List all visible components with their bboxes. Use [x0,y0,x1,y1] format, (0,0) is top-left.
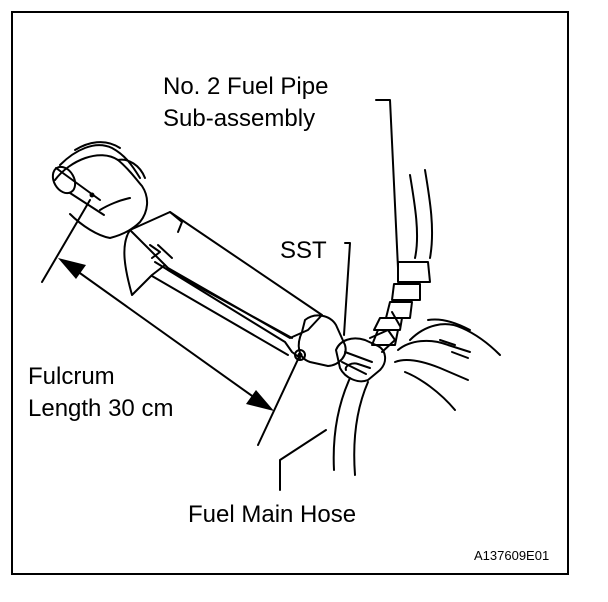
sst-label: SST [280,237,327,264]
fuel-pipe-leader-line [375,99,399,269]
fuel-main-hose-label: Fuel Main Hose [188,501,357,528]
fulcrum-dimension-arrow [58,258,274,411]
left-hand-outline [54,141,148,239]
fuel-main-hose [332,362,371,476]
figure-code: A137609E01 [474,548,550,563]
fulcrum-extension-line-2 [257,354,301,446]
fuel-pipe-label-line2: Sub-assembly [163,105,316,132]
fulcrum-label-line2: Length 30 cm [28,395,174,422]
figure-frame [11,11,569,575]
fulcrum-extension-line-1 [41,199,91,283]
hose-leader-line [279,429,327,491]
fulcrum-point [89,192,95,198]
fulcrum-label-line1: Fulcrum [28,363,115,390]
sst-leader-line [343,242,351,336]
right-hand-outline [394,318,501,411]
fuel-pipe [371,169,434,346]
handle-tube [51,165,105,216]
fuel-pipe-label-line1: No. 2 Fuel Pipe [163,73,329,100]
